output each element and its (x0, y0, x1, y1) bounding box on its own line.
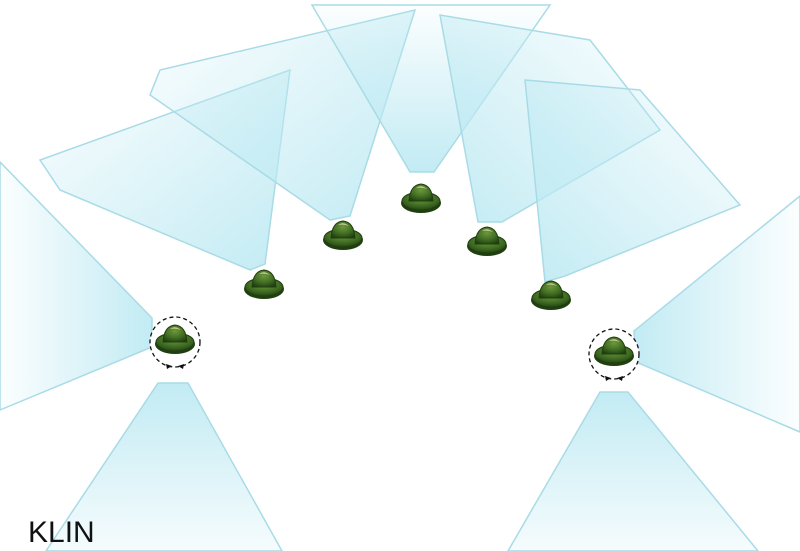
light-beam (524, 79, 742, 283)
stage-light-icon (149, 316, 201, 369)
light-beams (0, 4, 800, 551)
stage-light-icon (467, 226, 507, 256)
stage-lights (149, 183, 640, 381)
light-beam (507, 391, 759, 551)
stage-light-icon (323, 220, 363, 250)
stage-light-icon (244, 269, 284, 299)
light-beam (45, 382, 283, 551)
stage-light-icon (401, 183, 441, 213)
stage-light-icon (531, 280, 571, 310)
diagram-caption: KLIN (28, 516, 95, 549)
stage-light-icon (588, 328, 640, 381)
rotation-arrow-icon (166, 364, 184, 369)
rotation-arrow-icon (605, 376, 623, 381)
